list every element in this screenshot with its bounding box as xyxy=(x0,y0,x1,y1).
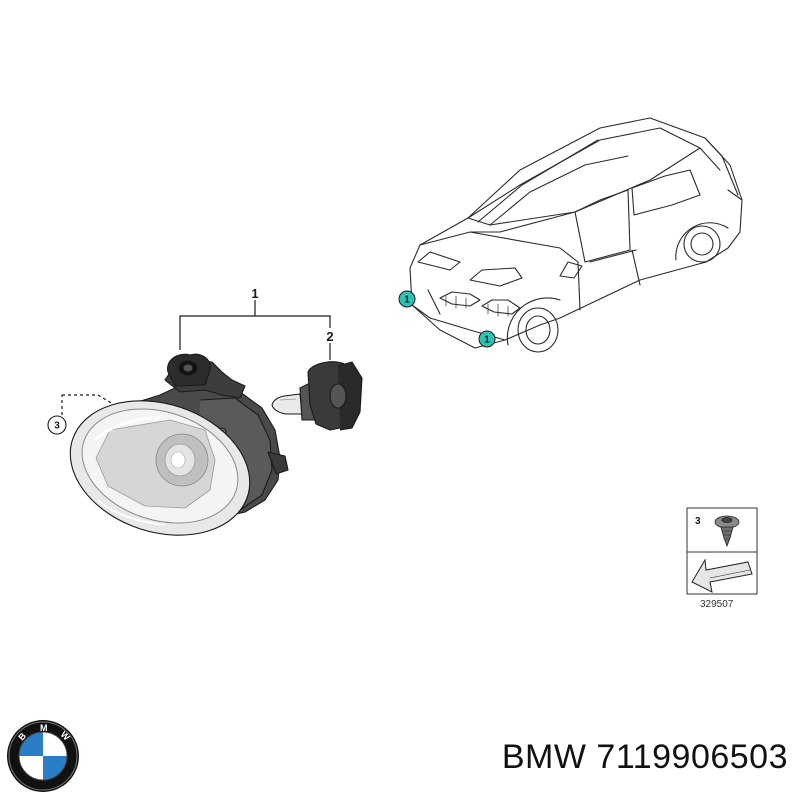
car-marker-left: 1 xyxy=(398,290,416,308)
callout-assembly-label: 1 xyxy=(251,286,258,301)
car-marker-left-label: 1 xyxy=(404,295,410,306)
svg-text:M: M xyxy=(40,723,48,733)
callout-screw-label: 3 xyxy=(54,421,60,432)
parts-box-item-number: 3 xyxy=(695,516,701,527)
bulb xyxy=(271,361,363,431)
parts-reference-box: 3 xyxy=(686,507,758,595)
car-outline xyxy=(409,117,743,353)
screw-icon xyxy=(714,515,740,548)
part-number: 7119906503 xyxy=(596,738,788,776)
car-marker-right: 1 xyxy=(478,330,496,348)
callout-screw: 3 xyxy=(47,415,67,435)
car-marker-right-label: 1 xyxy=(484,335,490,346)
brand-name: BMW xyxy=(501,738,587,776)
parts-box-reference-code: 329507 xyxy=(700,599,734,610)
bmw-logo: B M W xyxy=(7,720,79,792)
callout-bulb-label: 2 xyxy=(326,329,333,344)
arrow-icon xyxy=(691,558,753,593)
fog-lamp-assembly xyxy=(69,353,289,536)
